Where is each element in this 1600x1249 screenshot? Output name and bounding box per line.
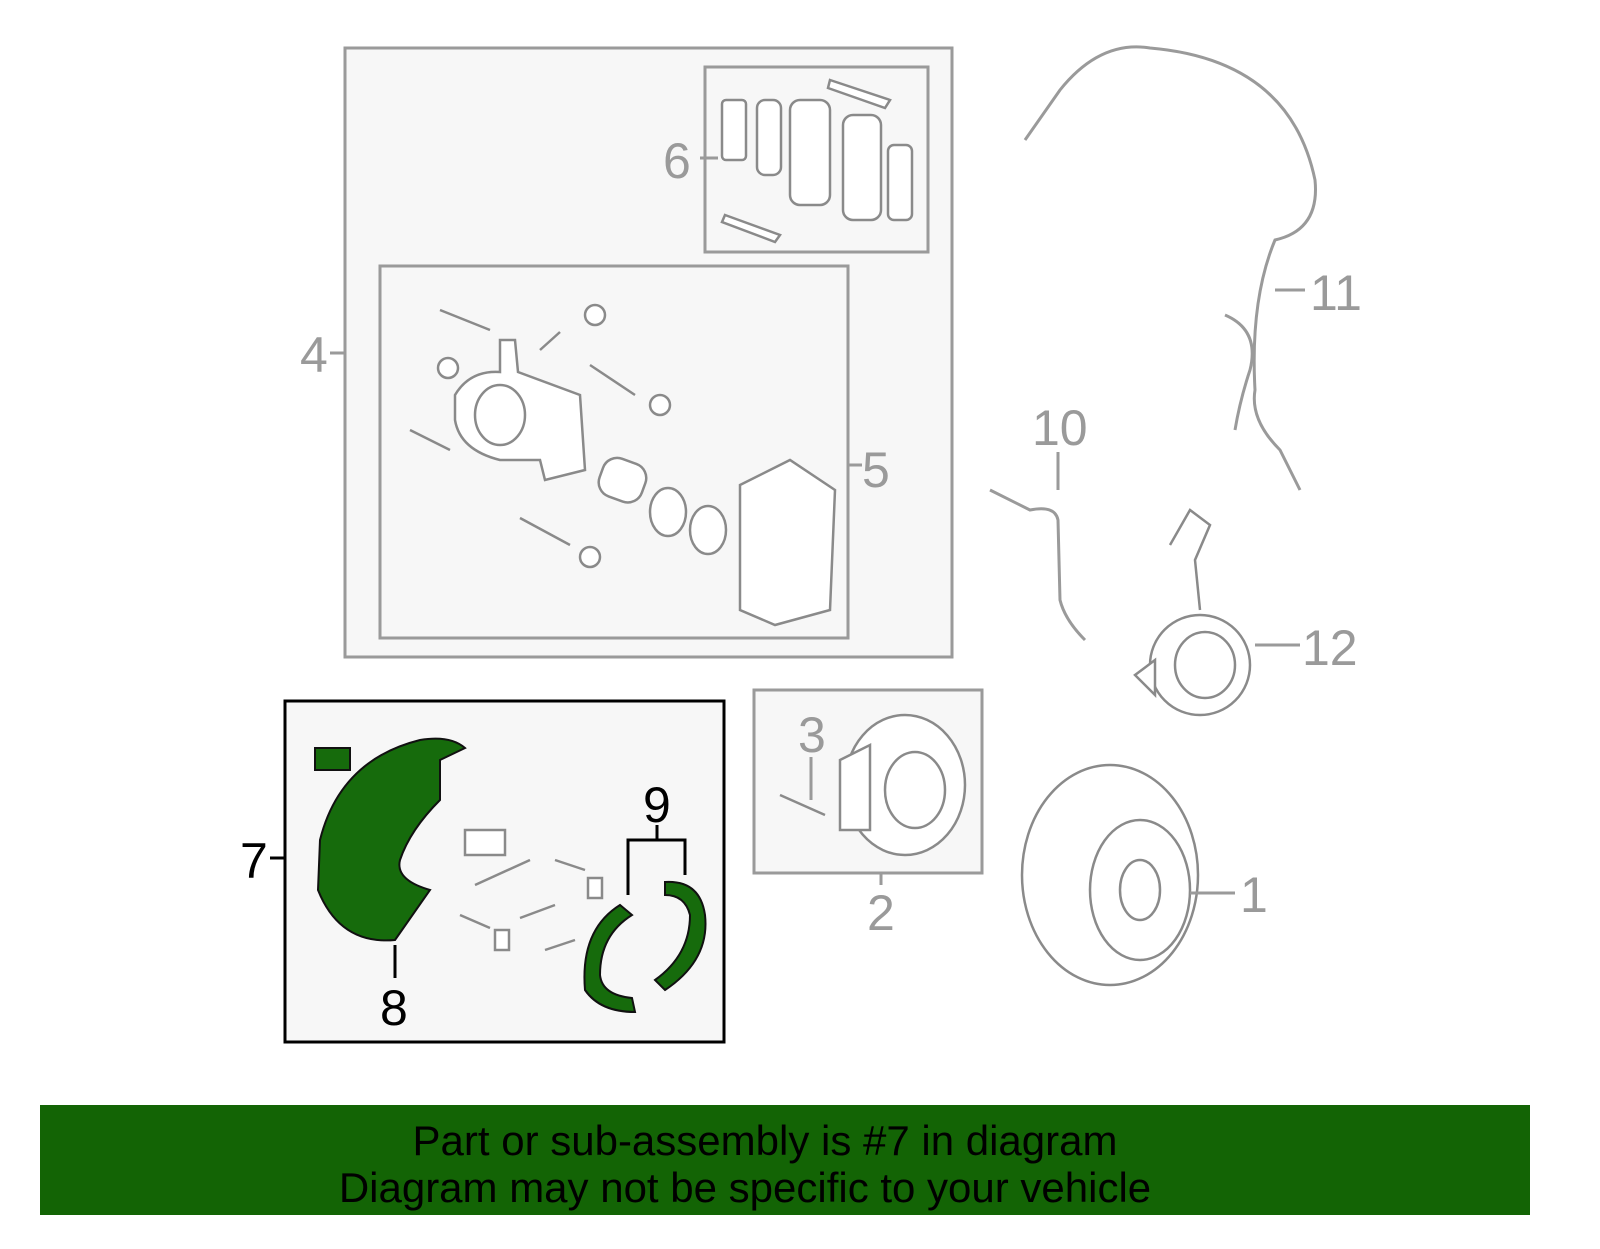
sensor-ring — [1133, 508, 1252, 717]
callout-11[interactable]: 11 — [1310, 265, 1362, 321]
info-banner: Part or sub-assembly is #7 in diagram Di… — [40, 1105, 1530, 1215]
callout-8[interactable]: 8 — [380, 980, 408, 1036]
brake-rotor — [1020, 763, 1200, 987]
brake-pads — [720, 78, 914, 244]
hardware-kit — [459, 828, 604, 952]
callout-3[interactable]: 3 — [798, 707, 826, 763]
banner-line-1: Part or sub-assembly is #7 in diagram — [412, 1117, 1118, 1164]
banner-line-2: Diagram may not be specific to your vehi… — [338, 1164, 1152, 1211]
callout-6[interactable]: 6 — [663, 133, 691, 189]
callout-5[interactable]: 5 — [862, 442, 890, 498]
wheel-speed-sensor-wire — [1023, 45, 1317, 491]
caliper-parts — [409, 303, 837, 627]
backing-plate[interactable] — [314, 737, 467, 942]
callout-4[interactable]: 4 — [300, 327, 328, 383]
callout-12[interactable]: 12 — [1302, 620, 1358, 676]
callout-2[interactable]: 2 — [867, 885, 895, 941]
hub-bearing — [779, 713, 967, 857]
brake-hose — [989, 488, 1087, 642]
leader-lines-black — [270, 825, 687, 978]
callout-1[interactable]: 1 — [1240, 867, 1268, 923]
callout-9[interactable]: 9 — [643, 777, 671, 833]
callout-7[interactable]: 7 — [240, 833, 268, 889]
leader-lines — [330, 156, 1305, 895]
callout-10[interactable]: 10 — [1032, 400, 1088, 456]
parking-brake-shoes[interactable] — [583, 880, 707, 1014]
